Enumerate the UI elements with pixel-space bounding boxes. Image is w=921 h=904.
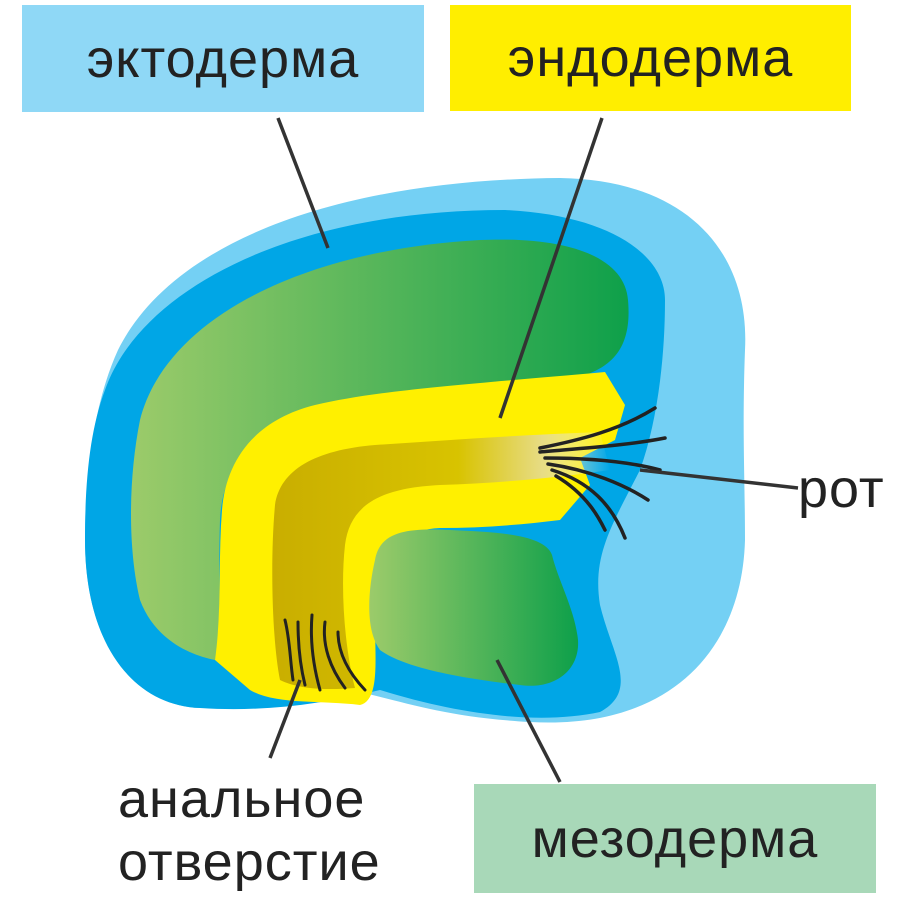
endoderm-label: эндодерма — [508, 27, 793, 89]
ectoderm-label: эктодерма — [87, 28, 360, 90]
anus-label-line1: анальное — [118, 772, 365, 826]
mesoderm-label-box: мезодерма — [474, 784, 876, 893]
anus-label-line2: отверстие — [118, 835, 381, 889]
mesoderm-label: мезодерма — [532, 808, 819, 870]
endoderm-label-box: эндодерма — [450, 5, 851, 111]
mouth-label: рот — [798, 462, 885, 516]
ectoderm-label-box: эктодерма — [22, 5, 424, 112]
